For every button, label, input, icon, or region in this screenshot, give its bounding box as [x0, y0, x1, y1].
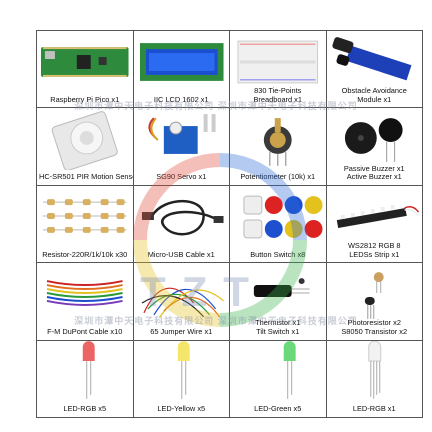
item-label: S8050 Transistor x2	[341, 327, 408, 336]
thermistor-image	[253, 278, 310, 298]
led-rgb-image	[367, 340, 381, 399]
item-resistor: Resistor-220R/1k/10k x30	[37, 185, 134, 264]
item-pir: HC-SR501 PIR Motion Sensor x1	[37, 108, 134, 186]
lcd-1602-image	[139, 43, 224, 81]
item-label: Thermistor x1	[255, 318, 301, 328]
item-lcd: IIC LCD 1602 x1	[133, 31, 230, 109]
pir-sensor-image	[51, 111, 118, 171]
item-label: Button Switch x8	[250, 249, 306, 259]
resistor-image	[42, 198, 127, 233]
item-label: LEDSs Strip x1	[349, 249, 400, 259]
item-label: LED-RGB x5	[63, 404, 107, 414]
item-label: LED-Yellow x5	[157, 404, 206, 414]
watermark-text: TZT	[140, 268, 265, 315]
item-label: HC-SR501 PIR Motion Sensor x1	[39, 172, 133, 182]
item-label: WS2812 RGB 8	[347, 241, 401, 250]
led-strip-image	[336, 204, 419, 228]
item-label: Raspberry Pi Pico x1	[50, 94, 120, 104]
item-button: Button Switch x8	[230, 185, 327, 264]
item-label: SG90 Servo x1	[156, 172, 207, 182]
item-led-rgb-4pin: LED-RGB x1	[326, 340, 423, 418]
item-label: Obstacle Avoidance	[341, 86, 407, 96]
item-label: F-M DuPont Cable x10	[47, 327, 123, 336]
item-label: Tilt Switch x1	[256, 327, 300, 336]
item-photoresistor: Photoresistor x2 S8050 Transistor x2	[326, 263, 423, 341]
item-ws2812: WS2812 RGB 8 LEDSs Strip x1	[326, 185, 423, 264]
item-label: LED-RGB x1	[352, 404, 396, 414]
item-label: Resistor-220R/1k/10k x30	[42, 249, 128, 259]
item-usb: Micro-USB Cable x1	[133, 185, 230, 264]
led-yellow-image	[177, 340, 190, 399]
buzzer-image	[344, 118, 403, 163]
item-label: IIC LCD 1602 x1	[153, 94, 209, 104]
raspberry-pi-pico-image	[40, 47, 129, 77]
item-thermistor: Thermistor x1 Tilt Switch x1	[230, 263, 327, 341]
obstacle-sensor-image	[331, 37, 411, 81]
servo-image	[147, 114, 216, 155]
dupont-cable-image	[46, 280, 123, 307]
item-label: Micro-USB Cable x1	[147, 249, 215, 259]
usb-cable-image	[141, 199, 224, 236]
item-label: 830 Tie-Points	[254, 86, 302, 96]
item-led-yellow: LED-Yellow x5	[133, 340, 230, 418]
item-label: Breadboard x1	[253, 94, 302, 104]
item-jumper: 65 Jumper Wire x1	[133, 263, 230, 341]
component-grid: Raspberry Pi Pico x1 IIC LCD 1602 x1 830…	[36, 30, 423, 418]
item-led-rgb: LED-RGB x5	[37, 340, 134, 418]
item-pico: Raspberry Pi Pico x1	[37, 31, 134, 109]
led-red-image	[82, 340, 95, 399]
item-label: Module x1	[357, 94, 392, 104]
jumper-wire-image	[141, 287, 224, 318]
item-potentiometer: Potentiometer (10k) x1	[230, 108, 327, 186]
item-buzzer: Passive Buzzer x1 Active Buzzer x1	[326, 108, 423, 186]
item-servo: SG90 Servo x1	[133, 108, 230, 186]
potentiometer-image	[263, 118, 292, 167]
button-switch-image	[243, 195, 323, 239]
item-breadboard: 830 Tie-Points Breadboard x1	[230, 31, 327, 109]
item-label: Passive Buzzer x1	[343, 163, 405, 173]
breadboard-image	[237, 40, 319, 84]
item-obstacle: Obstacle Avoidance Module x1	[326, 31, 423, 109]
item-dupont: F-M DuPont Cable x10	[37, 263, 134, 341]
item-label: Potentiometer (10k) x1	[240, 172, 316, 182]
item-label: 65 Jumper Wire x1	[150, 327, 213, 336]
item-led-green: LED-Green x5	[230, 340, 327, 418]
led-green-image	[283, 340, 296, 399]
item-label: Photoresistor x2	[347, 318, 401, 328]
item-label: LED-Green x5	[254, 404, 302, 414]
photoresistor-image	[364, 272, 384, 320]
item-label: Active Buzzer x1	[346, 172, 402, 182]
